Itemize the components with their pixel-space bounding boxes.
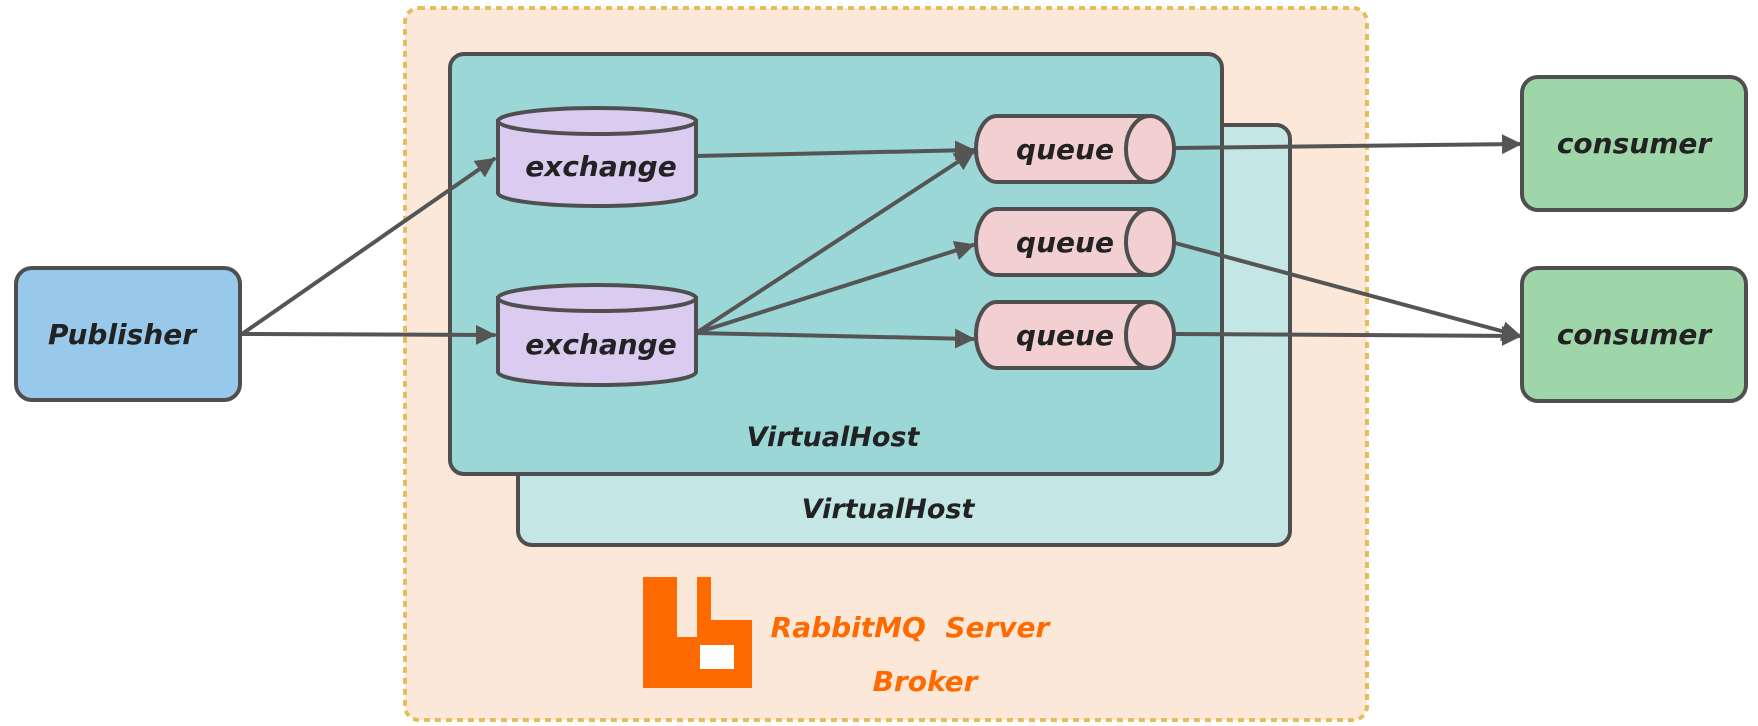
edge-exchange-2-queue-1	[694, 150, 975, 335]
consumer-2-label: consumer	[1557, 318, 1714, 351]
edge-exchange-2-queue-3	[694, 328, 975, 349]
consumer-1-label: consumer	[1557, 127, 1714, 160]
publisher-label: Publisher	[48, 318, 198, 351]
edge-queue-2-consumer-2	[1173, 241, 1522, 341]
virtual-host-back-label: VirtualHost	[802, 494, 976, 525]
queue-2: queue	[974, 207, 1176, 277]
broker-subtitle: Broker	[873, 665, 980, 698]
edge-queue-1-consumer-1	[1173, 134, 1522, 155]
edges	[240, 134, 1522, 349]
edge-exchange-2-queue-2	[694, 240, 975, 335]
edge-publisher-exchange-1	[240, 157, 496, 336]
exchange-2: exchange	[496, 283, 698, 387]
exchange-1-label: exchange	[525, 150, 676, 183]
edge-exchange-1-queue-1	[694, 140, 975, 161]
rabbitmq-logo-icon	[643, 577, 752, 688]
queue-1-label: queue	[1016, 133, 1114, 166]
exchange-1: exchange	[496, 106, 698, 208]
publisher-node: Publisher	[14, 266, 242, 402]
virtual-host-front-label: VirtualHost	[747, 422, 921, 453]
queue-2-label: queue	[1016, 226, 1114, 259]
edge-publisher-exchange-2	[240, 324, 496, 345]
consumer-1-node: consumer	[1520, 75, 1748, 212]
queue-3-label: queue	[1016, 319, 1114, 352]
queue-1: queue	[974, 114, 1176, 184]
consumer-2-node: consumer	[1520, 266, 1748, 403]
broker-title: RabbitMQ Server	[771, 611, 1052, 644]
edge-queue-3-consumer-2	[1173, 325, 1522, 346]
exchange-2-label: exchange	[525, 328, 676, 361]
queue-3: queue	[974, 300, 1176, 370]
